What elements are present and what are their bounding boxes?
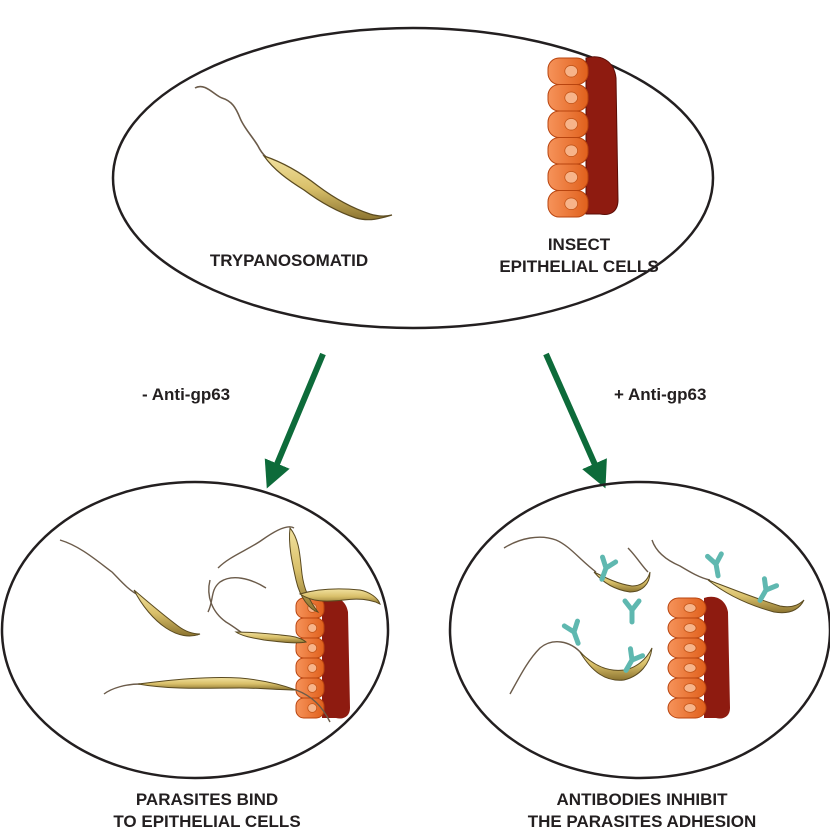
cell-nucleus xyxy=(684,664,696,673)
antibody-icon xyxy=(708,554,725,577)
cell-nucleus xyxy=(308,644,317,653)
bottom-right-ellipse xyxy=(450,482,830,778)
cell-nucleus xyxy=(684,704,696,713)
bound-parasites-illustration xyxy=(60,527,380,722)
bottom-right-caption-line1: ANTIBODIES INHIBIT xyxy=(557,790,729,809)
cell-nucleus xyxy=(565,65,578,77)
right-arrow xyxy=(546,354,600,476)
antibody-icon xyxy=(625,601,639,622)
cell-nucleus xyxy=(308,684,317,693)
cell-nucleus xyxy=(684,684,696,693)
cell-nucleus xyxy=(308,664,317,673)
antibody-blocked-illustration xyxy=(504,537,804,718)
cell-nucleus xyxy=(684,604,696,613)
cell-nucleus xyxy=(565,171,578,183)
condition-left-label: - Anti-gp63 xyxy=(142,385,230,404)
epithelial-cells-illustration xyxy=(548,57,618,217)
cell-nucleus xyxy=(565,92,578,104)
cell-nucleus xyxy=(565,145,578,157)
left-arrow xyxy=(272,354,323,476)
cells-label-line2: EPITHELIAL CELLS xyxy=(499,257,658,276)
cell-nucleus xyxy=(684,644,696,653)
cells-label-line1: INSECT xyxy=(548,235,611,254)
trypanosomatid-label: TRYPANOSOMATID xyxy=(210,251,368,270)
cell-nucleus xyxy=(565,118,578,130)
cell-nucleus xyxy=(308,704,317,713)
bottom-left-caption-line1: PARASITES BIND xyxy=(136,790,278,809)
cell-nucleus xyxy=(308,624,317,633)
cell-nucleus xyxy=(565,198,578,210)
antibody-icon xyxy=(564,621,584,646)
bottom-left-caption-line2: TO EPITHELIAL CELLS xyxy=(113,812,300,831)
bottom-right-caption-line2: THE PARASITES ADHESION xyxy=(528,812,757,831)
trypanosomatid-illustration xyxy=(195,87,392,220)
condition-right-label: + Anti-gp63 xyxy=(614,385,706,404)
cell-nucleus xyxy=(684,624,696,633)
top-ellipse xyxy=(113,28,713,328)
